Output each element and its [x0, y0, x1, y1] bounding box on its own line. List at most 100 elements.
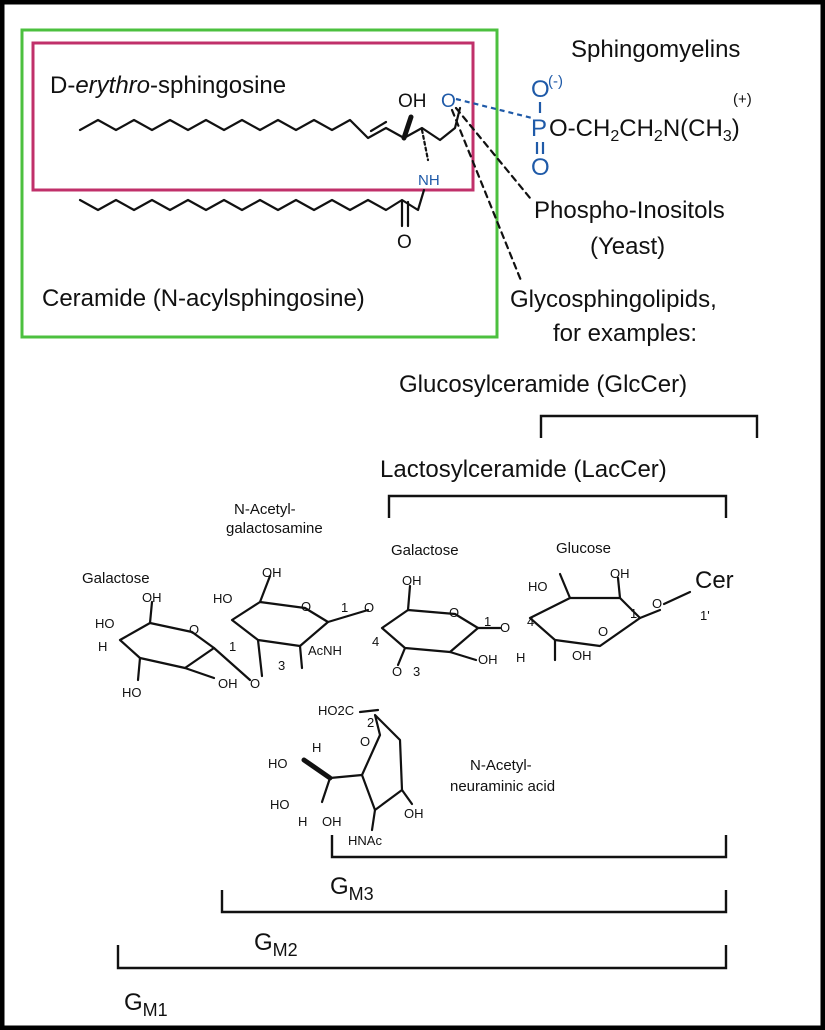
- nh-hashed-bond: [420, 128, 430, 162]
- sphingomyelins-title: Sphingomyelins: [571, 36, 740, 63]
- galactose-ring-mid: [380, 608, 480, 654]
- nacetylgal-line1: N-Acetyl-: [234, 501, 296, 518]
- glc-link-o: O: [652, 596, 662, 611]
- sialic-ho2c: HO2C: [318, 703, 354, 718]
- ceramide-label: Ceramide (N-acylsphingosine): [42, 285, 365, 312]
- glc-c2-oh: [616, 576, 622, 600]
- sphingosine-chain: [78, 106, 462, 142]
- glccer-label: Glucosylceramide (GlcCer): [399, 371, 687, 398]
- glc-ho: HO: [528, 579, 548, 594]
- glucose-label: Glucose: [556, 540, 611, 557]
- trans-double-bond: [369, 120, 388, 133]
- gal1-c6: [148, 600, 154, 625]
- acyl-chain: [78, 188, 426, 212]
- phosphate-o-low: O: [531, 154, 550, 181]
- gal2-pos-4: 4: [372, 634, 379, 649]
- glc-pos-1: 1: [630, 606, 637, 621]
- phospho-inositols-line1: Phospho-Inositols: [534, 197, 725, 224]
- phosphate-o-minus: O: [531, 76, 550, 103]
- gal1-ho-left: HO: [95, 616, 115, 631]
- gal1-oh-top: OH: [142, 590, 162, 605]
- sialic-c5-n: [370, 808, 377, 832]
- gal1-ring-o: O: [189, 622, 199, 637]
- sialic-ring-o: O: [360, 734, 370, 749]
- phosphate-dashed-bond: [455, 97, 533, 120]
- oxygen-link-label: O: [441, 91, 456, 112]
- cer-position: 1': [700, 608, 710, 623]
- sialic-carboxyl-bond: [358, 708, 380, 714]
- glyco-dashed-link: [450, 108, 524, 285]
- laccer-bracket: [387, 494, 728, 518]
- phosphate-p: P: [531, 115, 547, 142]
- glc-c3-oh: [558, 572, 572, 600]
- galnac-pos-3: 3: [278, 658, 285, 673]
- gal2-c2-oh: [448, 650, 478, 662]
- sialic-oh-right: OH: [404, 806, 424, 821]
- sialic-pos-2: 2: [367, 715, 374, 730]
- nh-label: NH: [418, 172, 440, 189]
- gal2-pos-3: 3: [413, 664, 420, 679]
- gal1-link-o: O: [250, 676, 260, 691]
- galnac-glyco-bond: [326, 608, 370, 624]
- neu-line2: neuraminic acid: [450, 778, 555, 795]
- gal1-oh-bottom: OH: [218, 676, 238, 691]
- gal2-ring-o: O: [449, 605, 459, 620]
- sialic-h-top: H: [312, 740, 321, 755]
- sialic-c8: [320, 776, 332, 804]
- galnac-ring-o: O: [301, 599, 311, 614]
- phospho-inositols-line2: (Yeast): [590, 233, 665, 260]
- galnac-c6: [258, 574, 272, 604]
- ceramide-box: [20, 28, 499, 339]
- gal2-pos-1: 1: [484, 614, 491, 629]
- sialic-ho-1: HO: [268, 756, 288, 771]
- sialic-wedge: [301, 757, 333, 781]
- glc-oh-top: OH: [610, 566, 630, 581]
- gal1-pos-1: 1: [229, 639, 236, 654]
- galnac-ho-left: HO: [213, 591, 233, 606]
- gm1-bracket: [116, 945, 728, 970]
- sialic-c4-oh: [400, 788, 414, 806]
- gm3-bracket: [330, 835, 728, 859]
- glucose-ring: [528, 596, 642, 648]
- galnac-c3-bond: [256, 638, 264, 678]
- sialic-ho-2: HO: [270, 797, 290, 812]
- sialic-hnac: HNAc: [348, 833, 382, 848]
- keto-oxygen-label: O: [397, 232, 412, 253]
- galnac-pos-1: 1: [341, 600, 348, 615]
- inositol-dashed-link: [454, 106, 532, 200]
- gal2-oh-bottom: OH: [478, 652, 498, 667]
- gal1-h: H: [98, 639, 107, 654]
- gm2-label: GM2: [254, 929, 298, 960]
- laccer-label: Lactosylceramide (LacCer): [380, 456, 667, 483]
- gal1-c2-oh: [183, 666, 216, 680]
- nacetylgal-line2: galactosamine: [226, 520, 323, 537]
- oh-wedge: [401, 114, 414, 141]
- galactose-mid-label: Galactose: [391, 542, 459, 559]
- sialic-h-bottom: H: [298, 814, 307, 829]
- gal1-c3-oh: [136, 656, 142, 682]
- gal2-c3-bond: [396, 646, 407, 667]
- galnac-acnh: AcNH: [308, 643, 342, 658]
- sphingosine-box: [31, 41, 475, 192]
- glyco-line1: Glycosphingolipids,: [510, 286, 717, 313]
- glc-oh-bottom: OH: [572, 648, 592, 663]
- galnac-oh-top: OH: [262, 565, 282, 580]
- galnac-c2-n: [298, 644, 304, 670]
- gal2-oh-top: OH: [402, 573, 422, 588]
- glc-ring-o: O: [598, 624, 608, 639]
- phosphate-charge: (-): [548, 73, 563, 90]
- sialic-oh-bottom: OH: [322, 814, 342, 829]
- sphingosine-label: D-erythro-sphingosine: [50, 72, 286, 99]
- galnac-ring: [230, 600, 330, 648]
- choline-charge: (+): [733, 91, 752, 108]
- gm3-label: GM3: [330, 873, 374, 904]
- gal1-glyco-bond: [212, 646, 252, 682]
- cer-label: Cer: [695, 567, 734, 594]
- galactose-ring-left: [118, 621, 216, 670]
- neu-line1: N-Acetyl-: [470, 757, 532, 774]
- glccer-bracket: [539, 414, 759, 438]
- cer-bond: [662, 590, 692, 606]
